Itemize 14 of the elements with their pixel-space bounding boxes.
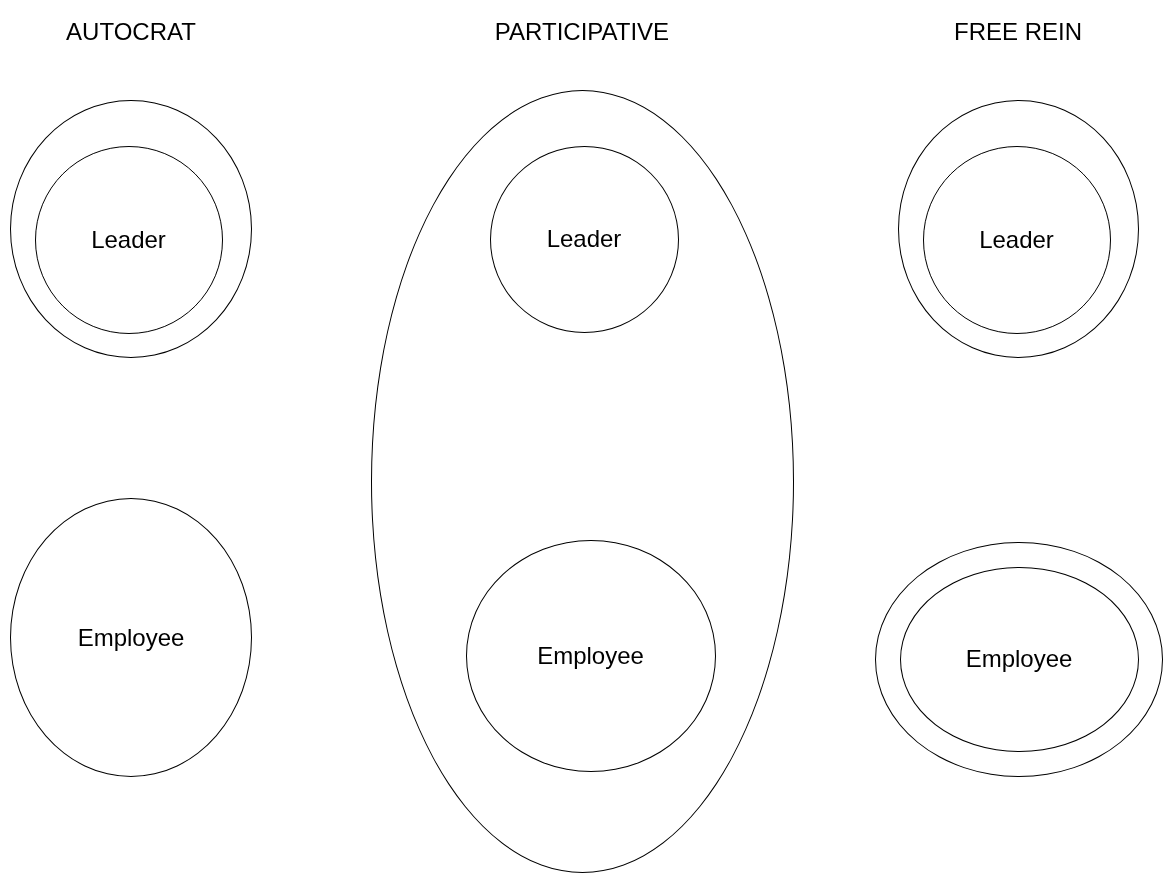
node-label: Leader bbox=[91, 225, 166, 254]
column-heading: PARTICIPATIVE bbox=[494, 18, 670, 46]
column-heading: FREE REIN bbox=[954, 18, 1082, 46]
node-label: Employee bbox=[965, 645, 1073, 673]
node-label: Employee bbox=[537, 641, 644, 670]
circle bbox=[10, 498, 252, 777]
circle bbox=[899, 566, 1139, 752]
node-label: Leader bbox=[546, 225, 622, 253]
ellipse bbox=[371, 90, 794, 873]
circle bbox=[489, 145, 679, 333]
node-label: Leader bbox=[979, 225, 1054, 254]
column-heading: AUTOCRAT bbox=[66, 18, 196, 46]
ellipse bbox=[875, 542, 1163, 777]
node-label: Employee bbox=[77, 623, 185, 652]
